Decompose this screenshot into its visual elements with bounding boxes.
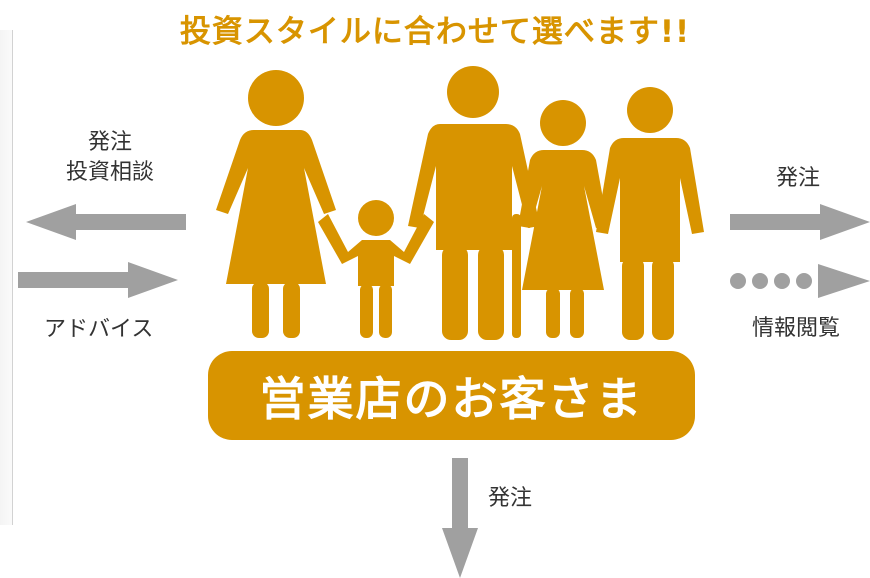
info-browse-label: 情報閲覧 xyxy=(752,316,841,341)
arrow-right-advice xyxy=(18,262,178,298)
elderly-woman-figure xyxy=(518,100,608,338)
left-order-label: 発注 投資相談 xyxy=(56,128,164,188)
advice-label: アドバイス xyxy=(44,317,154,342)
left-order-line1: 発注 xyxy=(87,130,132,155)
right-order-label: 発注 xyxy=(776,166,821,191)
arrow-left-order xyxy=(26,204,186,240)
customer-label-box: 営業店のお客さま xyxy=(208,351,695,440)
arrow-right-info-dashed xyxy=(730,264,870,298)
child-figure xyxy=(318,200,434,338)
elderly-man-figure xyxy=(596,87,704,340)
left-order-line2: 投資相談 xyxy=(65,160,154,185)
diagram-title: 投資スタイルに合わせて選べます!! xyxy=(179,14,691,50)
man-figure xyxy=(408,66,540,340)
customer-label: 営業店のお客さま xyxy=(259,371,644,426)
customer-family-icon xyxy=(216,66,704,340)
woman-figure xyxy=(216,70,336,338)
left-panel-edge xyxy=(0,30,13,525)
cane xyxy=(512,214,521,338)
bottom-order-label: 発注 xyxy=(488,486,533,511)
arrow-down-order xyxy=(442,458,478,578)
arrow-right-order xyxy=(730,204,870,240)
